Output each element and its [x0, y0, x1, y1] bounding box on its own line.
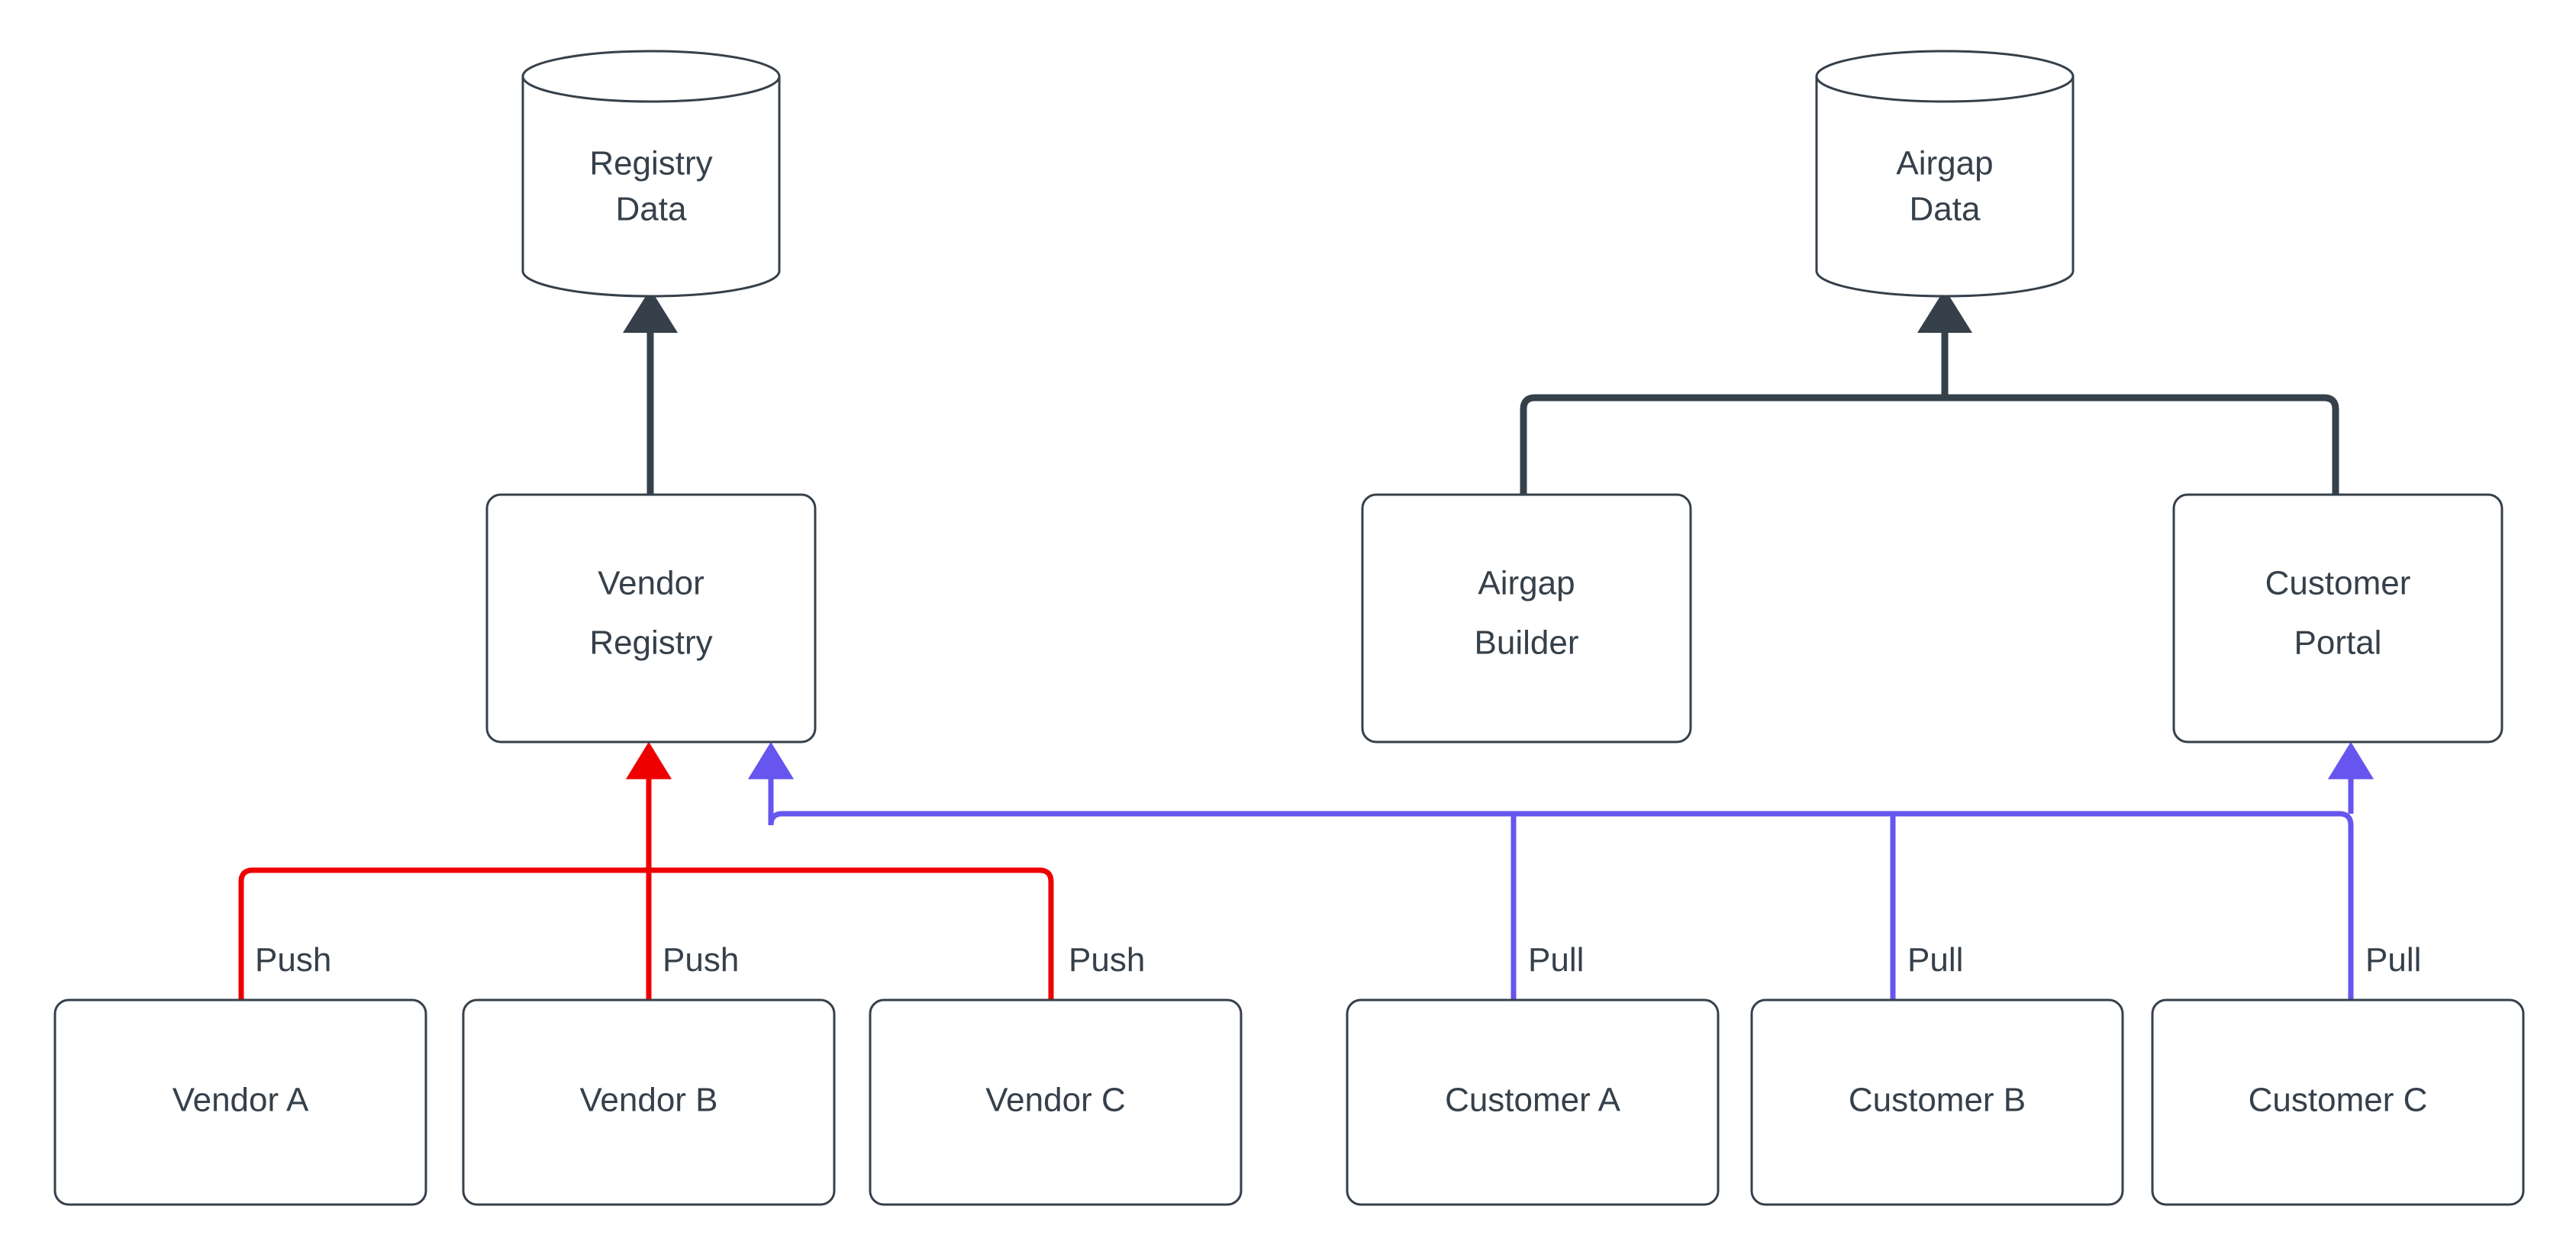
- registry-data-label-line1: Registry: [589, 145, 712, 182]
- pull-edge-tree: [747, 741, 2374, 1000]
- node-airgap-data[interactable]: Airgap Data: [1815, 50, 2075, 298]
- node-customer-c[interactable]: Customer C: [2151, 998, 2525, 1206]
- registry-data-label-line2: Data: [616, 191, 687, 228]
- edge-label-push-vendor-c: Push: [1069, 941, 1145, 979]
- customer-portal-label-line2: Portal: [2294, 624, 2382, 662]
- edge-label-push-vendor-a: Push: [255, 941, 331, 979]
- edge-customer-portal-to-airgap-data: [1945, 394, 2339, 495]
- edge-label-pull-customer-c: Pull: [2365, 941, 2421, 979]
- node-vendor-a[interactable]: Vendor A: [53, 998, 427, 1206]
- node-customer-portal[interactable]: Customer Portal: [2172, 493, 2503, 744]
- node-customer-a[interactable]: Customer A: [1346, 998, 1720, 1206]
- vendor-registry-label-line2: Registry: [589, 624, 712, 662]
- node-customer-b[interactable]: Customer B: [1750, 998, 2124, 1206]
- airgap-builder-label-line1: Airgap: [1478, 565, 1575, 602]
- node-registry-data[interactable]: Registry Data: [521, 50, 781, 298]
- customer-a-label: Customer A: [1445, 1082, 1621, 1119]
- push-edge-tree: [238, 741, 1054, 1000]
- vendor-registry-label-line1: Vendor: [598, 565, 704, 602]
- edge-airgap-builder-to-airgap-data: [1520, 394, 1945, 495]
- airgap-data-label-line1: Airgap: [1896, 145, 1993, 182]
- customer-b-label: Customer B: [1849, 1082, 2026, 1119]
- customer-c-label: Customer C: [2249, 1082, 2428, 1119]
- node-vendor-registry[interactable]: Vendor Registry: [485, 493, 817, 744]
- airgap-data-label-line2: Data: [1910, 191, 1981, 228]
- airgap-builder-label-line2: Builder: [1475, 624, 1579, 662]
- edge-label-pull-customer-b: Pull: [1907, 941, 1963, 979]
- node-vendor-c[interactable]: Vendor C: [869, 998, 1243, 1206]
- customer-portal-label-line1: Customer: [2265, 565, 2411, 602]
- node-airgap-builder[interactable]: Airgap Builder: [1361, 493, 1692, 744]
- edge-label-pull-customer-a: Pull: [1528, 941, 1584, 979]
- vendor-b-label: Vendor B: [579, 1082, 717, 1119]
- node-vendor-b[interactable]: Vendor B: [462, 998, 836, 1206]
- edge-label-push-vendor-b: Push: [663, 941, 739, 979]
- vendor-c-label: Vendor C: [985, 1082, 1125, 1119]
- vendor-a-label: Vendor A: [172, 1082, 309, 1119]
